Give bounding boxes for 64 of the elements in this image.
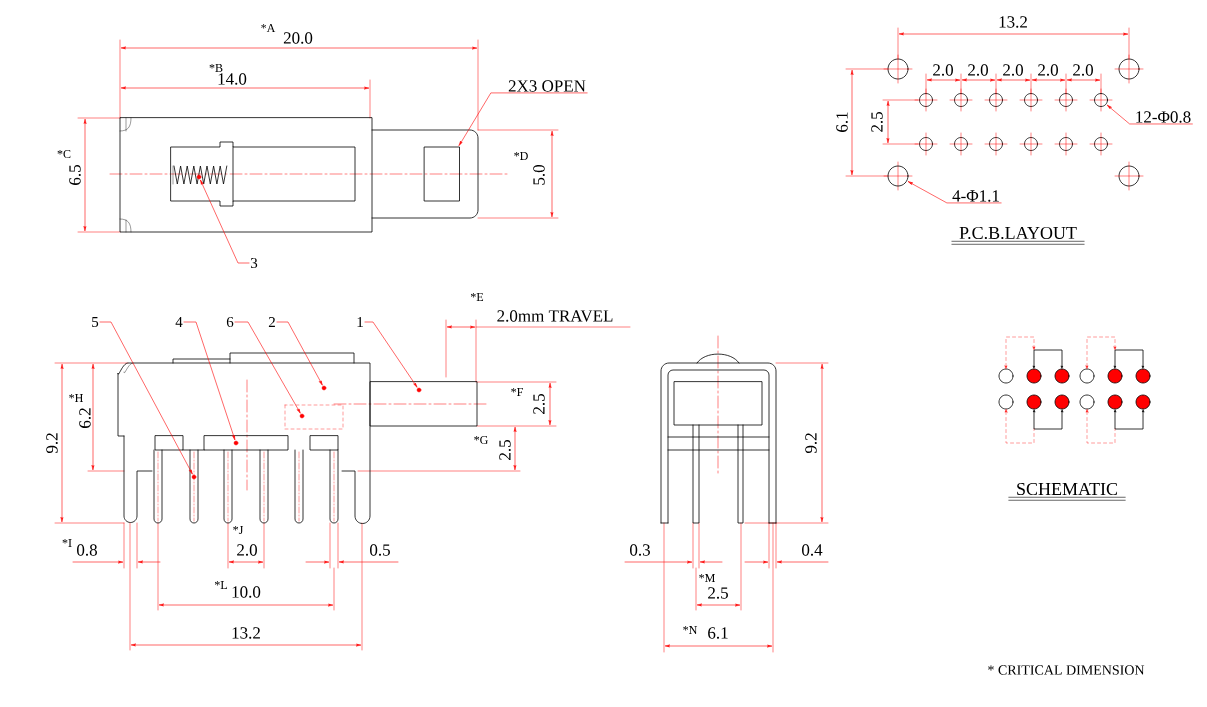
dimension-value: 0.5 (370, 544, 390, 556)
leader-line (99, 321, 193, 475)
leader-line (183, 321, 236, 440)
dimension-tag: *L (214, 581, 227, 589)
dimension-tag: *D (514, 152, 528, 160)
dimension-value: 0.8 (77, 544, 97, 556)
callout-number: 2 (268, 317, 275, 327)
dimension-value: 6.2 (79, 408, 91, 428)
dimension-value: 2.5 (533, 394, 545, 414)
callout-number: 1 (357, 317, 363, 327)
dimension-tag: *G (474, 435, 488, 445)
dimension-value: 2.5 (708, 587, 728, 599)
leader-line (1107, 105, 1193, 125)
section-heading: P.C.B.LAYOUT (951, 226, 1085, 245)
dimension-tag: *I (62, 539, 72, 547)
dimension-value: 2.0 (1003, 64, 1023, 76)
callout-text: 4-Φ1.1 (952, 190, 999, 202)
leader-line (234, 321, 301, 414)
dimension-tag: *J (233, 526, 244, 534)
dimension-value: 13.2 (999, 16, 1027, 28)
dimension-value: 2.0 (933, 64, 953, 76)
callout-number: 6 (226, 316, 234, 328)
dimension-value: 13.2 (232, 627, 260, 639)
dimension-value: 9.2 (46, 433, 58, 454)
dimension-value: 2.5 (499, 440, 511, 460)
dimension-tag: *H (69, 394, 83, 402)
callout-number: 5 (92, 317, 99, 327)
mounting-hole (887, 165, 909, 187)
callout-number: 3 (251, 257, 258, 269)
callout-number: 4 (175, 317, 183, 327)
dimension-value: 5.0 (533, 165, 545, 185)
leader-line (200, 180, 250, 264)
dimension-value: 2.0 (1038, 64, 1058, 76)
window-opening (424, 146, 460, 202)
section-heading: SCHEMATIC (1008, 482, 1126, 501)
leader-line (458, 92, 588, 146)
dimension-value: 2.0 (968, 64, 988, 76)
leader-line (364, 321, 418, 388)
dimension-value: 6.1 (708, 627, 728, 639)
dimension-value: 6.5 (69, 165, 81, 185)
dimension-value: 2.5 (871, 112, 883, 132)
dimension-tag: *M (699, 574, 715, 582)
dimension-tag: *N (683, 626, 698, 634)
dimension-value: 6.1 (836, 112, 848, 132)
dimension-value: 2.0 (1073, 64, 1093, 76)
dimension-tag: *F (511, 388, 523, 396)
dimension-value: 2.0 (237, 544, 257, 556)
dimension-value: 2.0mm TRAVEL (497, 310, 613, 322)
dimension-value: 0.4 (802, 544, 823, 556)
dimension-value: 9.2 (805, 433, 817, 454)
leader-line (276, 321, 323, 386)
callout-text: 12-Φ0.8 (1136, 111, 1191, 123)
dimension-tag: *A (261, 24, 276, 32)
callout-text: 2X3 OPEN (508, 80, 586, 92)
note-text: * CRITICAL DIMENSION (988, 665, 1145, 675)
dimension-tag: *B (209, 64, 223, 72)
dimension-tag: *E (470, 293, 484, 301)
dimension-value: 0.3 (630, 544, 650, 556)
pin-hole (1094, 93, 1108, 107)
dimension-value: 14.0 (218, 73, 247, 85)
leader-line (908, 181, 1002, 204)
dimension-tag: *C (57, 149, 71, 159)
dimension-value: 20.0 (283, 32, 313, 44)
dimension-value: 10.0 (232, 586, 261, 598)
